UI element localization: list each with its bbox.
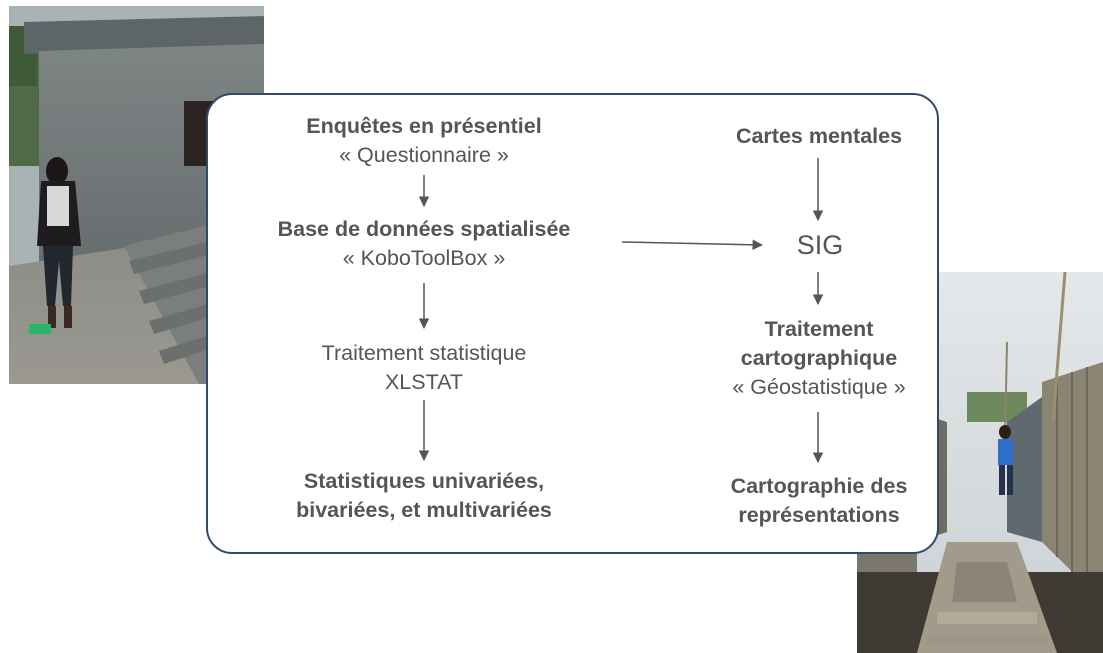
node-enquetes-sub: « Questionnaire » [339, 143, 509, 167]
node-enquetes: Enquêtes en présentiel « Questionnaire » [236, 112, 612, 170]
node-cartes-mentales: Cartes mentales [690, 122, 948, 151]
node-cartes-title: Cartes mentales [735, 124, 903, 148]
node-traitement-carto-line1: Traitement [764, 317, 874, 341]
node-base-sub: « KoboToolBox » [342, 246, 506, 270]
node-statistiques-line1: Statistiques univariées, [303, 469, 545, 493]
node-sig-label: SIG [796, 230, 844, 260]
node-statistiques-line2: bivariées, et multivariées [296, 498, 552, 522]
node-cartographie: Cartographie des représentations [690, 472, 948, 530]
node-cartographie-line1: Cartographie des [730, 474, 908, 498]
node-traitement-stat-line2: XLSTAT [384, 370, 464, 394]
methodology-flowchart [206, 93, 939, 554]
node-enquetes-title: Enquêtes en présentiel [306, 114, 542, 138]
node-traitement-carto-line2: cartographique [740, 346, 898, 370]
node-sig: SIG [760, 229, 880, 261]
node-base-donnees: Base de données spatialisée « KoboToolBo… [224, 215, 624, 273]
node-base-title: Base de données spatialisée [277, 217, 571, 241]
node-traitement-stat-line1: Traitement statistique [321, 341, 527, 365]
node-traitement-statistique: Traitement statistique XLSTAT [236, 339, 612, 397]
node-statistiques: Statistiques univariées, bivariées, et m… [236, 467, 612, 525]
node-traitement-cartographique: Traitement cartographique « Géostatistiq… [690, 315, 948, 402]
node-cartographie-line2: représentations [738, 503, 900, 527]
node-traitement-carto-sub: « Géostatistique » [732, 375, 906, 399]
